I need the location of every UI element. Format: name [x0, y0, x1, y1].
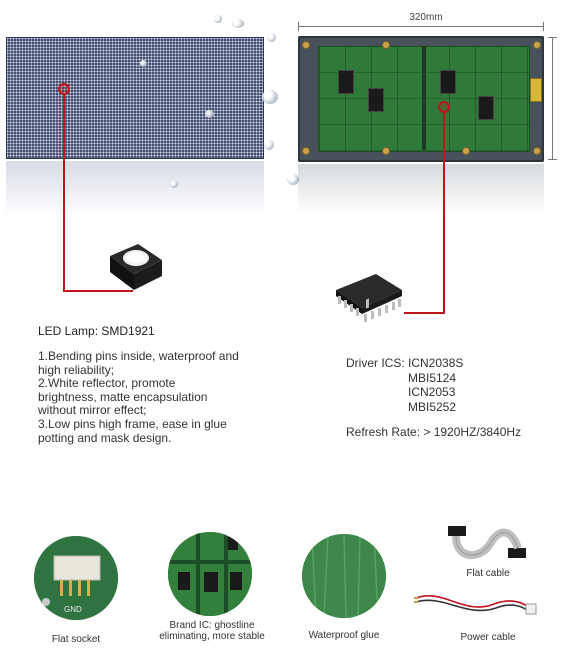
lamp-callout-line — [63, 290, 133, 292]
feature-line: 1.Bending pins inside, waterproof and — [38, 349, 239, 363]
flat-cable-image — [448, 526, 526, 560]
power-cable-caption: Power cable — [460, 632, 516, 643]
screw-icon — [534, 42, 540, 48]
height-dimension-line — [548, 37, 557, 160]
smd-led-lamp-image — [110, 244, 162, 290]
flat-socket-icon: GND — [34, 536, 118, 620]
feature-line: potting and mask design. — [38, 430, 172, 445]
driver-ic-name: MBI5252 — [408, 399, 457, 414]
screw-icon — [303, 148, 309, 154]
width-dimension-label: 320mm — [409, 12, 443, 23]
water-drop — [264, 140, 274, 150]
pcb-chip — [440, 70, 456, 94]
chip-callout-line — [404, 312, 445, 314]
driver-ic-name: ICN2053 — [408, 385, 456, 400]
feature-line: high reliability; — [38, 362, 115, 377]
screw-icon — [463, 148, 469, 154]
driver-ic-name: MBI5124 — [408, 370, 457, 385]
water-drop — [267, 33, 276, 42]
pcb-chip — [478, 96, 494, 120]
water-drop — [140, 60, 147, 67]
feature-line: 3.Low pins high frame, ease in glue — [38, 416, 227, 431]
connector-icon — [530, 78, 542, 102]
led-lamp-features: 1.Bending pins inside, waterproof and hi… — [38, 349, 298, 445]
pcb-ic-icon — [168, 532, 252, 616]
water-drop — [262, 90, 278, 104]
power-cable-image — [414, 595, 537, 615]
screw-icon — [383, 148, 389, 154]
brand-ic-thumbnail — [168, 532, 252, 616]
pcb-center-divider — [422, 46, 426, 150]
chip-callout-line — [443, 111, 445, 313]
driver-ics-list: Driver ICS: ICN2038S MBI5124 ICN2053 MBI… — [346, 356, 463, 414]
water-drop — [232, 19, 244, 28]
driver-ic-name: ICN2038S — [408, 356, 464, 370]
led-panel-front-image — [6, 37, 264, 159]
driver-ics-label: Driver ICS: — [346, 356, 405, 370]
screw-icon — [534, 148, 540, 154]
screw-icon — [383, 42, 389, 48]
feature-line: 2.White reflector, promote — [38, 376, 176, 391]
flat-socket-caption: Flat socket — [51, 634, 101, 645]
flat-socket-thumbnail: GND — [34, 536, 118, 620]
driver-ic-chip-image — [336, 274, 402, 322]
socket-pin-label: GND — [64, 605, 82, 614]
water-drop — [214, 15, 222, 23]
water-drop — [287, 174, 299, 185]
pcb-chip — [368, 88, 384, 112]
driver-ic-row: Driver ICS: ICN2038S — [346, 356, 463, 371]
lamp-callout-line — [63, 93, 65, 291]
glue-pcb-icon — [302, 534, 386, 618]
screw-icon — [303, 42, 309, 48]
width-dimension-line — [298, 22, 544, 31]
pcb-chip — [338, 70, 354, 94]
brand-ic-caption: Brand IC: ghostline eliminating, more st… — [159, 620, 265, 642]
pcb-reflection — [298, 164, 544, 214]
led-lamp-title: LED Lamp: SMD1921 — [38, 324, 155, 338]
waterproof-glue-caption: Waterproof glue — [308, 630, 380, 641]
feature-line: brightness, matte encapsulation — [38, 389, 208, 404]
flat-cable-caption: Flat cable — [466, 568, 510, 579]
water-drop — [205, 110, 214, 118]
feature-line: without mirror effect; — [38, 403, 147, 418]
led-panel-reflection — [6, 161, 264, 216]
refresh-rate: Refresh Rate: > 1920HZ/3840Hz — [346, 425, 522, 439]
waterproof-glue-thumbnail — [302, 534, 386, 618]
water-drop — [170, 180, 178, 188]
